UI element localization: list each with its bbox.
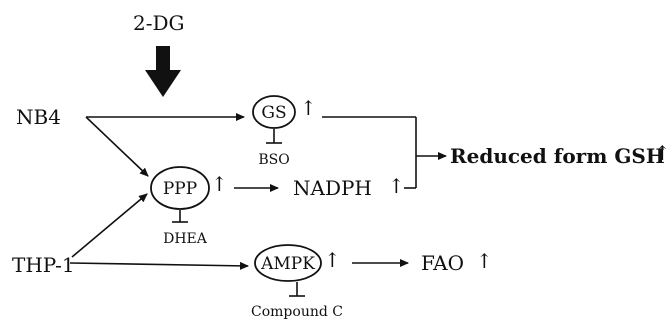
fao-label: FAO (421, 251, 464, 275)
nadph-label: NADPH (293, 176, 372, 200)
gs-node (252, 95, 296, 129)
gsh-up-arrow: ↑ (654, 141, 671, 165)
ampk-label: AMPK (260, 254, 315, 274)
compound-c-label: Compound C (251, 304, 343, 320)
nadph-up-arrow: ↑ (388, 174, 405, 198)
arrow-thp1-to-ampk (69, 261, 249, 270)
gs-label: GS (261, 103, 286, 123)
cell-label-nb4: NB4 (16, 105, 61, 129)
bso-label: BSO (258, 152, 289, 168)
ppp-up-arrow: ↑ (211, 172, 228, 196)
cell-label-thp1: THP-1 (12, 253, 75, 277)
ampk-up-arrow: ↑ (324, 248, 341, 272)
ppp-label: PPP (163, 179, 197, 199)
fao-up-arrow: ↑ (476, 249, 493, 273)
bso-inhibition (266, 129, 282, 144)
convergence-bracket (322, 116, 417, 189)
ppp-node (150, 166, 210, 210)
treatment-arrow (145, 46, 181, 97)
gsh-label: Reduced form GSH (450, 144, 665, 168)
arrow-nb4-to-ppp (85, 116, 149, 177)
dhea-label: DHEA (163, 231, 208, 247)
gs-up-arrow: ↑ (300, 96, 317, 120)
arrow-thp1-to-ppp (71, 193, 148, 258)
compound-c-inhibition (289, 282, 305, 297)
treatment-label: 2-DG (133, 11, 185, 35)
dhea-inhibition (172, 210, 188, 223)
ampk-node (254, 244, 322, 282)
